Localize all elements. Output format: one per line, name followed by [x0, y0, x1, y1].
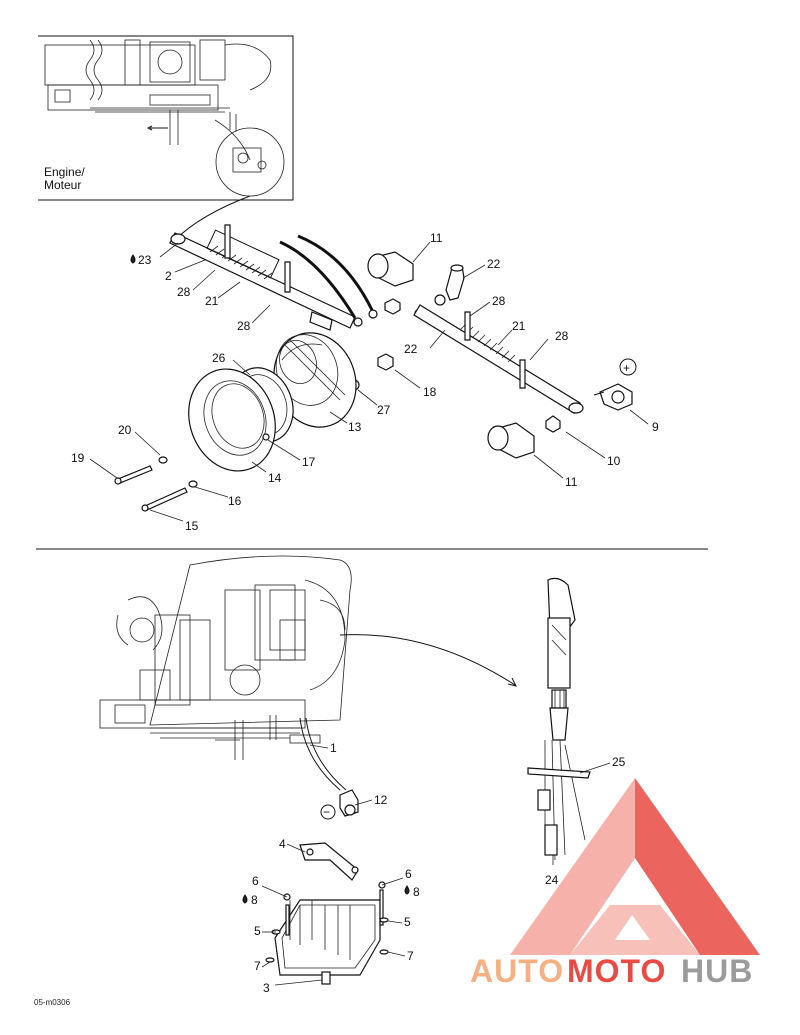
callout-28-c: 28 — [492, 294, 506, 308]
callout-6-a: 6 — [252, 874, 259, 888]
callout-3: 3 — [263, 981, 270, 995]
callout-16: 16 — [228, 494, 242, 508]
callout-21-a: 21 — [205, 294, 219, 308]
callout-24: 24 — [545, 873, 559, 887]
watermark-logo — [510, 778, 760, 955]
callout-28-b: 28 — [237, 319, 251, 333]
callout-22-b: 22 — [404, 342, 418, 356]
callout-27: 27 — [377, 403, 391, 417]
flange-14 — [188, 368, 276, 472]
callout-7-b: 7 — [407, 949, 414, 963]
negative-symbol: − — [320, 804, 336, 820]
callout-8-b: 8 — [413, 885, 420, 899]
left-cable-assembly — [169, 224, 356, 331]
leader-lines-bottom — [261, 744, 611, 986]
engine-sketch — [99, 555, 352, 760]
detail-arrow — [339, 634, 516, 686]
engine-inset: Engine/ Moteur — [38, 35, 294, 201]
terminal-cap-bottom — [487, 422, 535, 459]
watermark-auto: AUTO — [470, 953, 564, 989]
callout-26: 26 — [212, 351, 226, 365]
inset-label-line2: Moteur — [44, 178, 81, 192]
callout-20: 20 — [118, 423, 132, 437]
clamp-9 — [593, 383, 633, 411]
battery-tray — [265, 842, 389, 985]
callout-6-b: 6 — [405, 867, 412, 881]
drawing-code: 05-m0306 — [34, 998, 71, 1007]
watermark-text: AUTO MOTO HUB — [470, 953, 753, 989]
inset-detail-circle — [215, 127, 285, 197]
inset-frame — [38, 35, 294, 201]
nut-10 — [545, 415, 561, 433]
callout-22-a: 22 — [487, 257, 501, 271]
callouts-top: 23 2 28 21 28 11 22 28 22 21 28 26 18 27… — [71, 231, 659, 533]
callout-28-a: 28 — [177, 285, 191, 299]
callout-28-d: 28 — [555, 329, 569, 343]
positive-sign: + — [623, 361, 630, 375]
callouts-bottom: 1 12 25 24 4 6 6 8 8 5 5 7 7 3 — [242, 741, 626, 995]
callout-4: 4 — [279, 837, 286, 851]
ground-terminal-12 — [339, 789, 359, 817]
ground-cable-1 — [299, 717, 341, 791]
callout-11-b: 11 — [565, 475, 578, 489]
callout-9: 9 — [652, 420, 659, 434]
callout-12: 12 — [374, 793, 388, 807]
bottom-engine-view: − — [99, 555, 626, 995]
callout-17: 17 — [302, 455, 316, 469]
right-cable-assembly — [413, 304, 584, 414]
leader-lines-top — [89, 241, 649, 522]
oil-drop-icon — [130, 254, 136, 264]
callout-25: 25 — [612, 755, 626, 769]
callout-15: 15 — [185, 519, 199, 533]
connector-detail — [527, 577, 591, 861]
screws-and-washers — [114, 433, 270, 512]
black-wires — [279, 234, 378, 327]
callout-7-a: 7 — [254, 959, 261, 973]
watermark-hub: HUB — [681, 953, 753, 989]
callout-13: 13 — [348, 420, 362, 434]
callout-5-a: 5 — [254, 924, 261, 938]
callout-14: 14 — [268, 471, 282, 485]
callout-23: 23 — [138, 253, 152, 267]
callout-19: 19 — [71, 451, 85, 465]
inset-label-line1: Engine/ — [44, 165, 85, 179]
callout-10: 10 — [607, 454, 621, 468]
callout-18: 18 — [423, 385, 437, 399]
callout-5-b: 5 — [404, 915, 411, 929]
callout-1: 1 — [330, 741, 337, 755]
positive-symbol: + — [619, 358, 637, 376]
callout-21-b: 21 — [512, 319, 526, 333]
oil-drop-icon-left — [242, 894, 248, 904]
ground-wire — [174, 195, 251, 241]
terminal-cap-top — [367, 251, 414, 287]
oil-drop-icon-right — [404, 885, 410, 895]
watermark-moto: MOTO — [567, 953, 666, 989]
callout-11-a: 11 — [430, 231, 443, 245]
negative-sign: − — [323, 805, 330, 819]
top-exploded-view: + — [71, 195, 659, 533]
small-hardware — [348, 294, 446, 391]
callout-2: 2 — [165, 269, 172, 283]
fitting-22 — [445, 264, 465, 301]
callout-8-a: 8 — [251, 893, 258, 907]
